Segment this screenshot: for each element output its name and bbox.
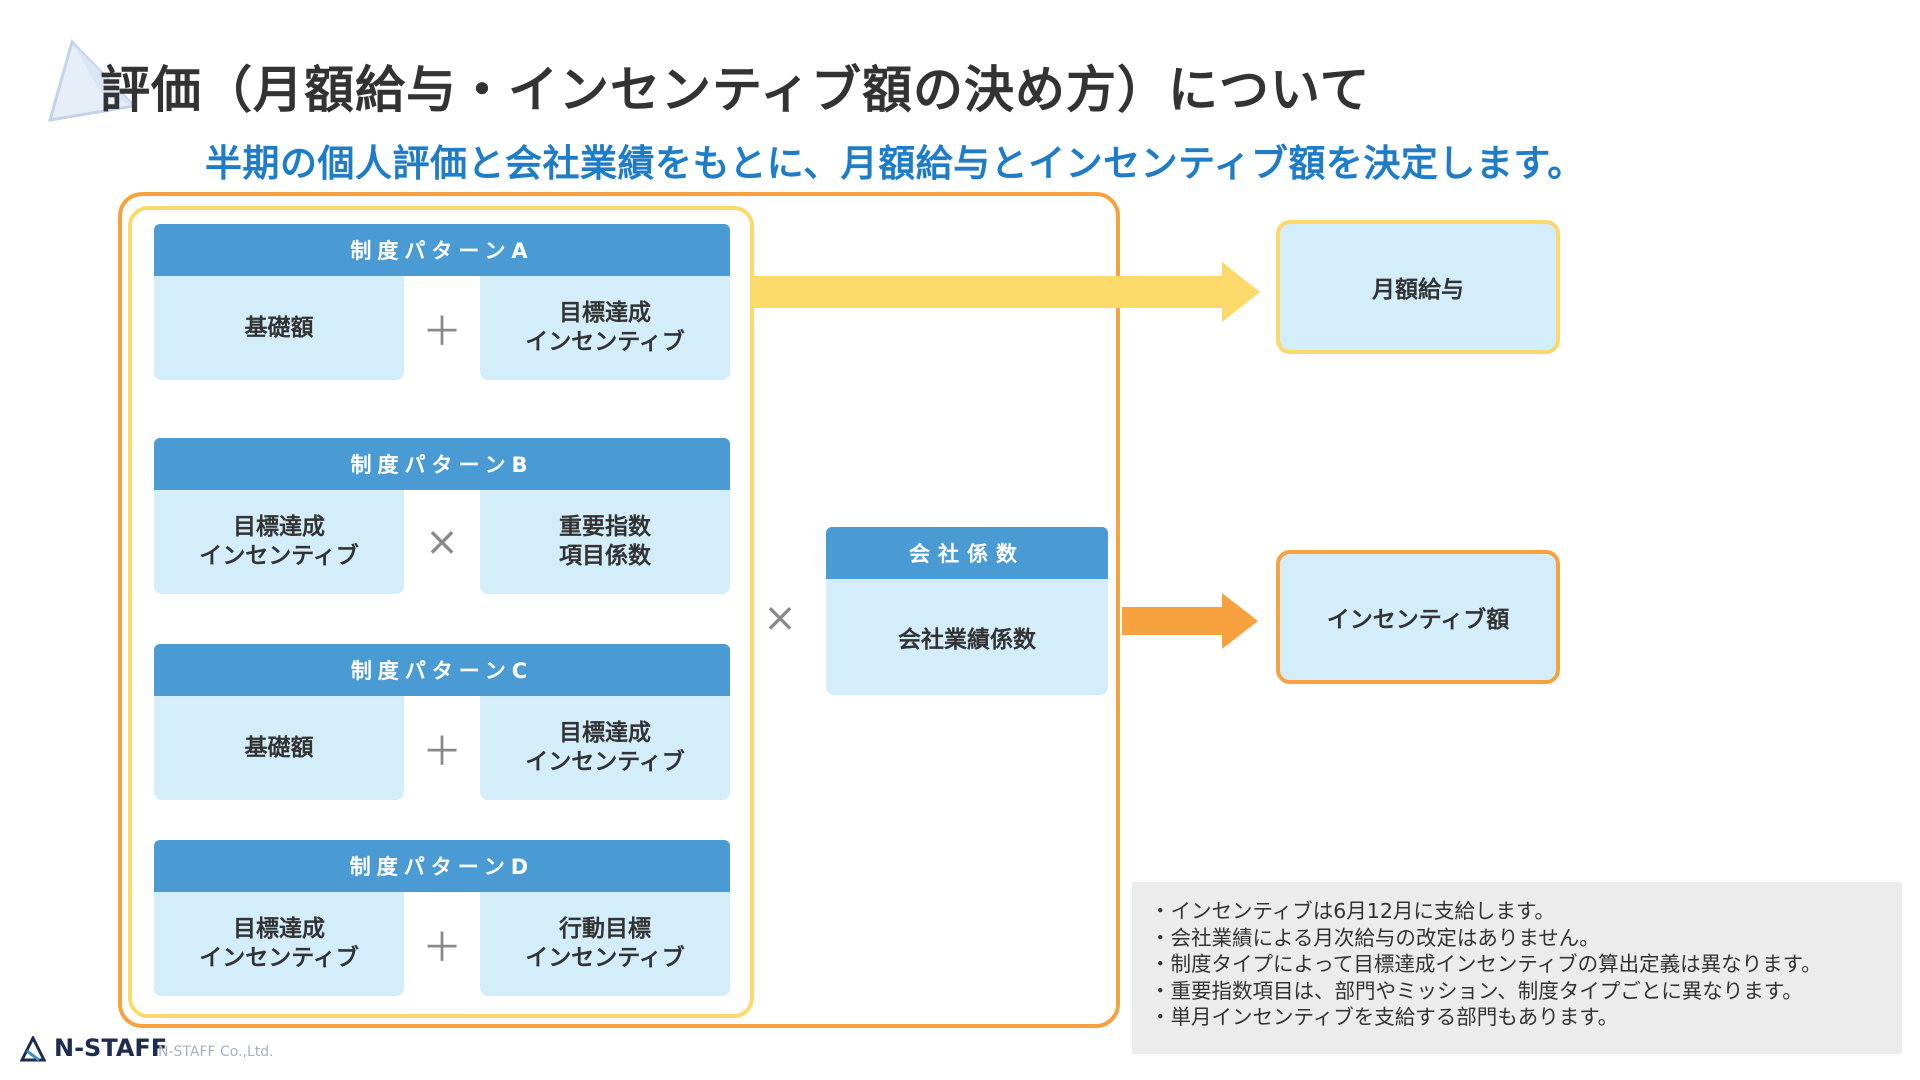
arrow-to-monthly-salary <box>752 262 1260 322</box>
pattern-c: 制度パターンC 基礎額 ＋ 目標達成 インセンティブ <box>154 644 730 800</box>
note-item: ・会社業績による月次給与の改定はありません。 <box>1150 925 1600 950</box>
pattern-a: 制度パターンA 基礎額 ＋ 目標達成 インセンティブ <box>154 224 730 380</box>
pattern-b-right-cell: 重要指数 項目係数 <box>480 490 730 594</box>
pattern-c-left-cell: 基礎額 <box>154 696 404 800</box>
footer-company: N-STAFF Co.,Ltd. <box>158 1044 274 1060</box>
pattern-a-right-cell: 目標達成 インセンティブ <box>480 276 730 380</box>
n-staff-logo-icon <box>20 1036 46 1062</box>
pattern-a-header: 制度パターンA <box>154 224 730 276</box>
pattern-b-left-cell: 目標達成 インセンティブ <box>154 490 404 594</box>
page-title: 評価（月額給与・インセンティブ額の決め方）について <box>100 61 1371 119</box>
company-multiply-operator: × <box>763 595 797 641</box>
company-coefficient-body: 会社業績係数 <box>826 579 1108 695</box>
company-coefficient-box: 会社係数 会社業績係数 <box>826 527 1108 695</box>
footer-brand: N-STAFF <box>54 1034 168 1062</box>
plus-operator: ＋ <box>422 729 462 775</box>
pattern-d-header: 制度パターンD <box>154 840 730 892</box>
arrow-to-incentive <box>1122 593 1258 649</box>
pattern-d-right-cell: 行動目標 インセンティブ <box>480 892 730 996</box>
result-monthly-salary: 月額給与 <box>1276 220 1560 354</box>
subtitle: 半期の個人評価と会社業績をもとに、月額給与とインセンティブ額を決定します。 <box>205 142 1585 185</box>
outer-orange-frame <box>118 192 1120 1028</box>
notes-box: ・インセンティブは6月12月に支給します。 ・会社業績による月次給与の改定はあり… <box>1132 882 1902 1054</box>
pattern-c-right-cell: 目標達成 インセンティブ <box>480 696 730 800</box>
result-incentive-amount: インセンティブ額 <box>1276 550 1560 684</box>
note-item: ・重要指数項目は、部門やミッション、制度タイプごとに異なります。 <box>1150 978 1803 1003</box>
title-triangle-logo-icon <box>47 39 138 122</box>
company-coefficient-header: 会社係数 <box>826 527 1108 579</box>
pattern-c-header: 制度パターンC <box>154 644 730 696</box>
plus-operator: ＋ <box>422 925 462 971</box>
note-item: ・単月インセンティブを支給する部門もあります。 <box>1150 1005 1619 1029</box>
pattern-b: 制度パターンB 目標達成 インセンティブ × 重要指数 項目係数 <box>154 438 730 594</box>
note-item: ・インセンティブは6月12月に支給します。 <box>1150 899 1555 923</box>
pattern-d-left-cell: 目標達成 インセンティブ <box>154 892 404 996</box>
inner-yellow-frame <box>128 206 754 1018</box>
plus-operator: ＋ <box>422 309 462 355</box>
pattern-d: 制度パターンD 目標達成 インセンティブ ＋ 行動目標 インセンティブ <box>154 840 730 996</box>
pattern-b-header: 制度パターンB <box>154 438 730 490</box>
note-item: ・制度タイプによって目標達成インセンティブの算出定義は異なります。 <box>1150 952 1822 976</box>
multiply-operator: × <box>425 519 459 565</box>
pattern-a-left-cell: 基礎額 <box>154 276 404 380</box>
